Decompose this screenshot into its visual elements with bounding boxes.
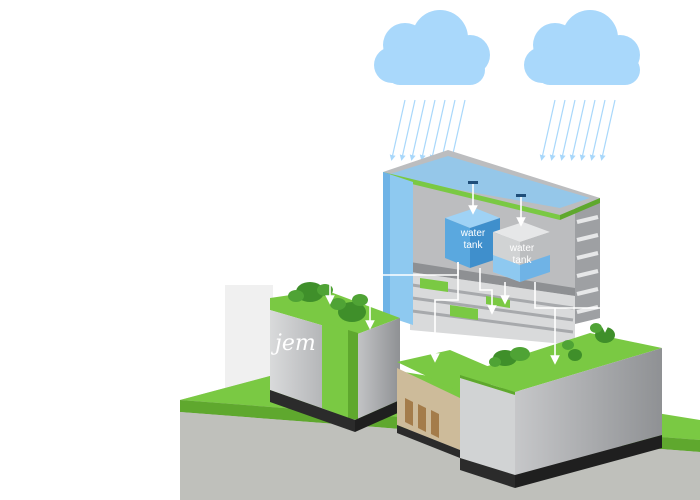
right-building	[460, 333, 662, 488]
cloud-icon	[524, 10, 640, 85]
distribution-pipes	[325, 262, 610, 365]
shrub-icons	[288, 282, 615, 367]
left-building: jem	[270, 290, 400, 432]
rain-arrows	[389, 99, 616, 161]
tank-label-line2: tank	[513, 255, 533, 266]
roof-to-tank-pipes	[468, 183, 526, 227]
cloud-icon	[374, 10, 490, 85]
water-tank-2: water tank	[493, 222, 550, 282]
tank-label-line1: water	[509, 243, 535, 254]
tower-block	[383, 150, 600, 345]
tank-label-line1: water	[460, 228, 486, 239]
logo-text: jem	[270, 331, 316, 356]
tank-label-line2: tank	[464, 240, 484, 251]
water-tank-1: water tank	[445, 208, 500, 268]
pipe-caps	[468, 181, 526, 197]
